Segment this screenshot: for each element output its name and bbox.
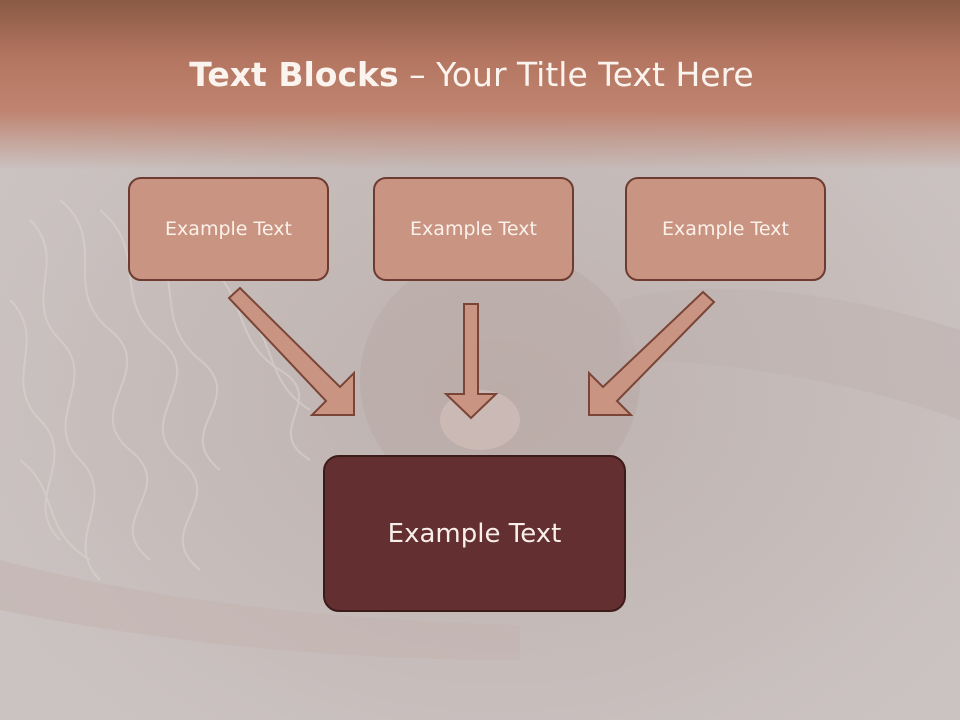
text-block-2[interactable]: Example Text	[373, 177, 574, 281]
header-band	[0, 0, 960, 170]
arrow-right-diagonal	[588, 290, 716, 416]
result-block-label: Example Text	[387, 518, 562, 549]
title-bold-part: Text Blocks	[189, 55, 399, 94]
result-block[interactable]: Example Text	[323, 455, 626, 612]
text-block-2-label: Example Text	[410, 218, 537, 240]
slide-title: Text Blocks – Your Title Text Here	[0, 55, 943, 94]
title-regular-part: – Your Title Text Here	[398, 55, 754, 94]
text-block-3-label: Example Text	[662, 218, 789, 240]
text-block-3[interactable]: Example Text	[625, 177, 826, 281]
arrow-left-diagonal	[227, 286, 355, 416]
text-block-1[interactable]: Example Text	[128, 177, 329, 281]
text-block-1-label: Example Text	[165, 218, 292, 240]
arrow-center-down	[443, 303, 499, 420]
